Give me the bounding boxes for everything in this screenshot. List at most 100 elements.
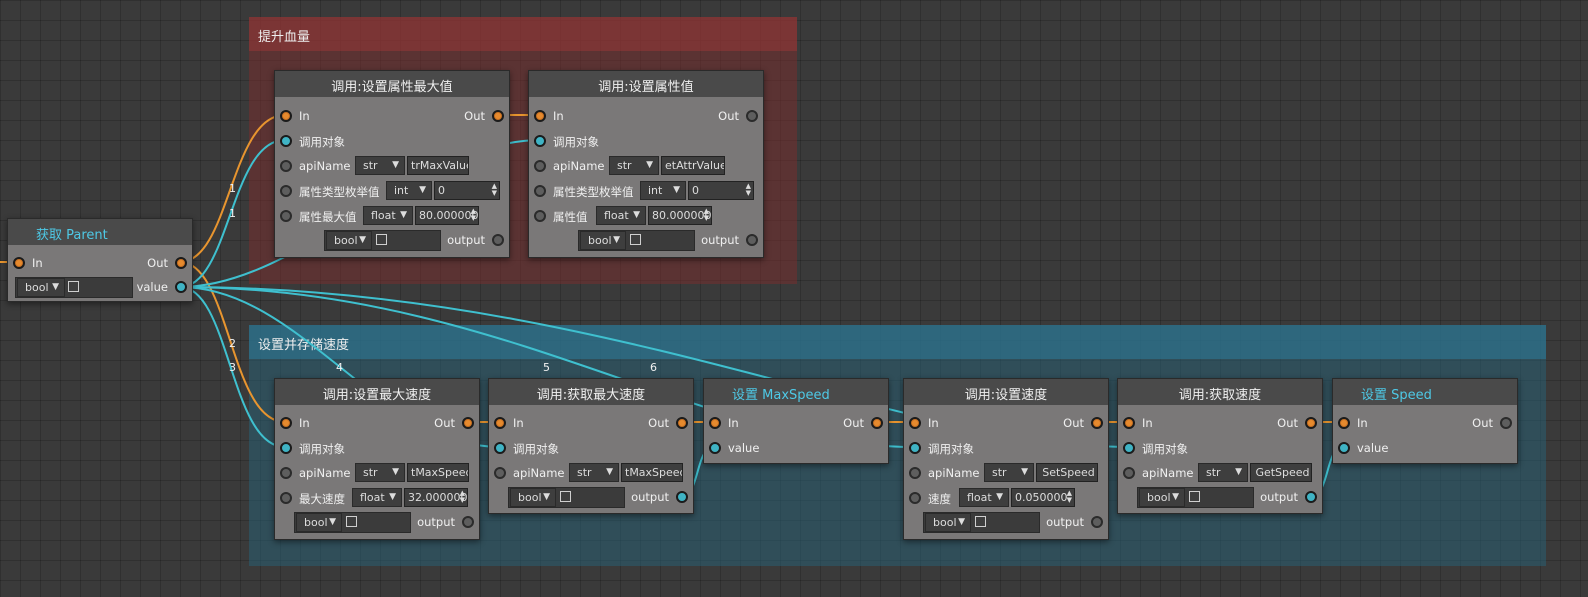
output-port[interactable] [462,516,474,528]
exec-in-port[interactable] [1123,417,1135,429]
data-out-port[interactable] [175,281,187,293]
node-header[interactable]: 调用:设置属性最大值 [275,71,509,97]
value-in-port[interactable] [709,442,721,454]
param-port[interactable] [1123,467,1135,479]
type-select[interactable]: bool▼ [296,513,342,532]
output-port[interactable] [1305,491,1317,503]
target-port[interactable] [909,442,921,454]
node-header[interactable]: 调用:获取速度 [1118,379,1322,405]
exec-in-port[interactable] [709,417,721,429]
value-input[interactable]: 80.000000▲▼ [415,206,479,225]
checkbox[interactable] [630,234,641,245]
target-port[interactable] [1123,442,1135,454]
param-port[interactable] [280,467,292,479]
node-header[interactable]: 调用:设置速度 [904,379,1108,405]
output-port[interactable] [676,491,688,503]
output-port[interactable] [492,234,504,246]
exec-in-port[interactable] [534,110,546,122]
param-port[interactable] [494,467,506,479]
checkbox[interactable] [975,516,986,527]
target-port[interactable] [280,135,292,147]
group-title-bar[interactable]: 设置并存储速度 [249,325,1546,359]
value-input[interactable]: 80.000000▲▼ [648,206,712,225]
api-name-input[interactable]: tMaxSpeed [621,463,683,482]
exec-in-port[interactable] [494,417,506,429]
exec-out-port[interactable] [871,417,883,429]
type-select[interactable]: float▼ [959,488,1009,507]
output-port[interactable] [1091,516,1103,528]
node-get-speed[interactable]: 调用:获取速度 In Out 调用对象 apiName str▼ GetSpee… [1117,378,1323,514]
type-select[interactable]: float▼ [596,206,646,225]
type-select[interactable]: float▼ [363,206,413,225]
node-get-max-speed[interactable]: 调用:获取最大速度 In Out 调用对象 apiName str▼ tMaxS… [488,378,694,514]
exec-in-port[interactable] [909,417,921,429]
type-select[interactable]: float▼ [352,488,402,507]
param-port[interactable] [534,160,546,172]
exec-in-port[interactable] [280,417,292,429]
type-select[interactable]: str▼ [355,156,405,175]
node-set-max-speed[interactable]: 调用:设置最大速度 In Out 调用对象 apiName str▼ tMaxS… [274,378,480,540]
param-port[interactable] [534,185,546,197]
exec-out-port[interactable] [746,110,758,122]
param-port[interactable] [280,492,292,504]
type-select[interactable]: bool▼ [326,231,372,250]
node-set-var-maxspeed[interactable]: 设置 MaxSpeed In Out value [703,378,889,464]
type-select[interactable]: bool▼ [1139,488,1185,507]
type-select[interactable]: bool▼ [925,513,971,532]
node-header[interactable]: 设置 MaxSpeed [704,379,888,405]
type-select[interactable]: int▼ [386,181,432,200]
param-port[interactable] [280,185,292,197]
api-name-input[interactable]: tMaxSpeed [407,463,469,482]
checkbox[interactable] [560,491,571,502]
node-set-speed[interactable]: 调用:设置速度 In Out 调用对象 apiName str▼ SetSpee… [903,378,1109,540]
exec-in-port[interactable] [13,257,25,269]
type-select[interactable]: str▼ [609,156,659,175]
type-select[interactable]: bool▼ [17,278,65,297]
node-header[interactable]: 设置 Speed [1333,379,1517,405]
checkbox[interactable] [68,281,79,292]
exec-out-port[interactable] [1305,417,1317,429]
api-name-input[interactable]: etAttrValue [661,156,725,175]
exec-out-port[interactable] [175,257,187,269]
checkbox[interactable] [376,234,387,245]
api-name-input[interactable]: trMaxValue [407,156,469,175]
param-port[interactable] [909,467,921,479]
enum-input[interactable]: 0▲▼ [434,181,500,200]
type-select[interactable]: str▼ [355,463,405,482]
exec-out-port[interactable] [1091,417,1103,429]
type-select[interactable]: str▼ [1198,463,1248,482]
api-name-input[interactable]: SetSpeed [1036,463,1098,482]
node-header[interactable]: 调用:设置最大速度 [275,379,479,405]
enum-input[interactable]: 0▲▼ [688,181,754,200]
type-select[interactable]: str▼ [984,463,1034,482]
exec-out-port[interactable] [676,417,688,429]
type-select[interactable]: str▼ [569,463,619,482]
node-header[interactable]: 获取 Parent [8,219,192,245]
node-get-parent[interactable]: 获取 Parent In Out bool▼ value [7,218,193,302]
target-port[interactable] [494,442,506,454]
type-select[interactable]: int▼ [640,181,686,200]
value-input[interactable]: 0.050000▲▼ [1011,488,1075,507]
param-port[interactable] [280,210,292,222]
node-set-attr-max[interactable]: 调用:设置属性最大值 In Out 调用对象 apiName str▼ trMa… [274,70,510,258]
type-select[interactable]: bool▼ [510,488,556,507]
output-port[interactable] [746,234,758,246]
exec-out-port[interactable] [462,417,474,429]
value-in-port[interactable] [1338,442,1350,454]
node-header[interactable]: 调用:获取最大速度 [489,379,693,405]
node-header[interactable]: 调用:设置属性值 [529,71,763,97]
param-port[interactable] [280,160,292,172]
group-title-bar[interactable]: 提升血量 [249,17,797,51]
checkbox[interactable] [1189,491,1200,502]
exec-in-port[interactable] [1338,417,1350,429]
api-name-input[interactable]: GetSpeed [1250,463,1312,482]
checkbox[interactable] [346,516,357,527]
node-set-var-speed[interactable]: 设置 Speed In Out value [1332,378,1518,464]
param-port[interactable] [534,210,546,222]
node-set-attr[interactable]: 调用:设置属性值 In Out 调用对象 apiName str▼ etAttr… [528,70,764,258]
value-input[interactable]: 32.000000▲▼ [404,488,468,507]
exec-in-port[interactable] [280,110,292,122]
exec-out-port[interactable] [492,110,504,122]
target-port[interactable] [280,442,292,454]
target-port[interactable] [534,135,546,147]
